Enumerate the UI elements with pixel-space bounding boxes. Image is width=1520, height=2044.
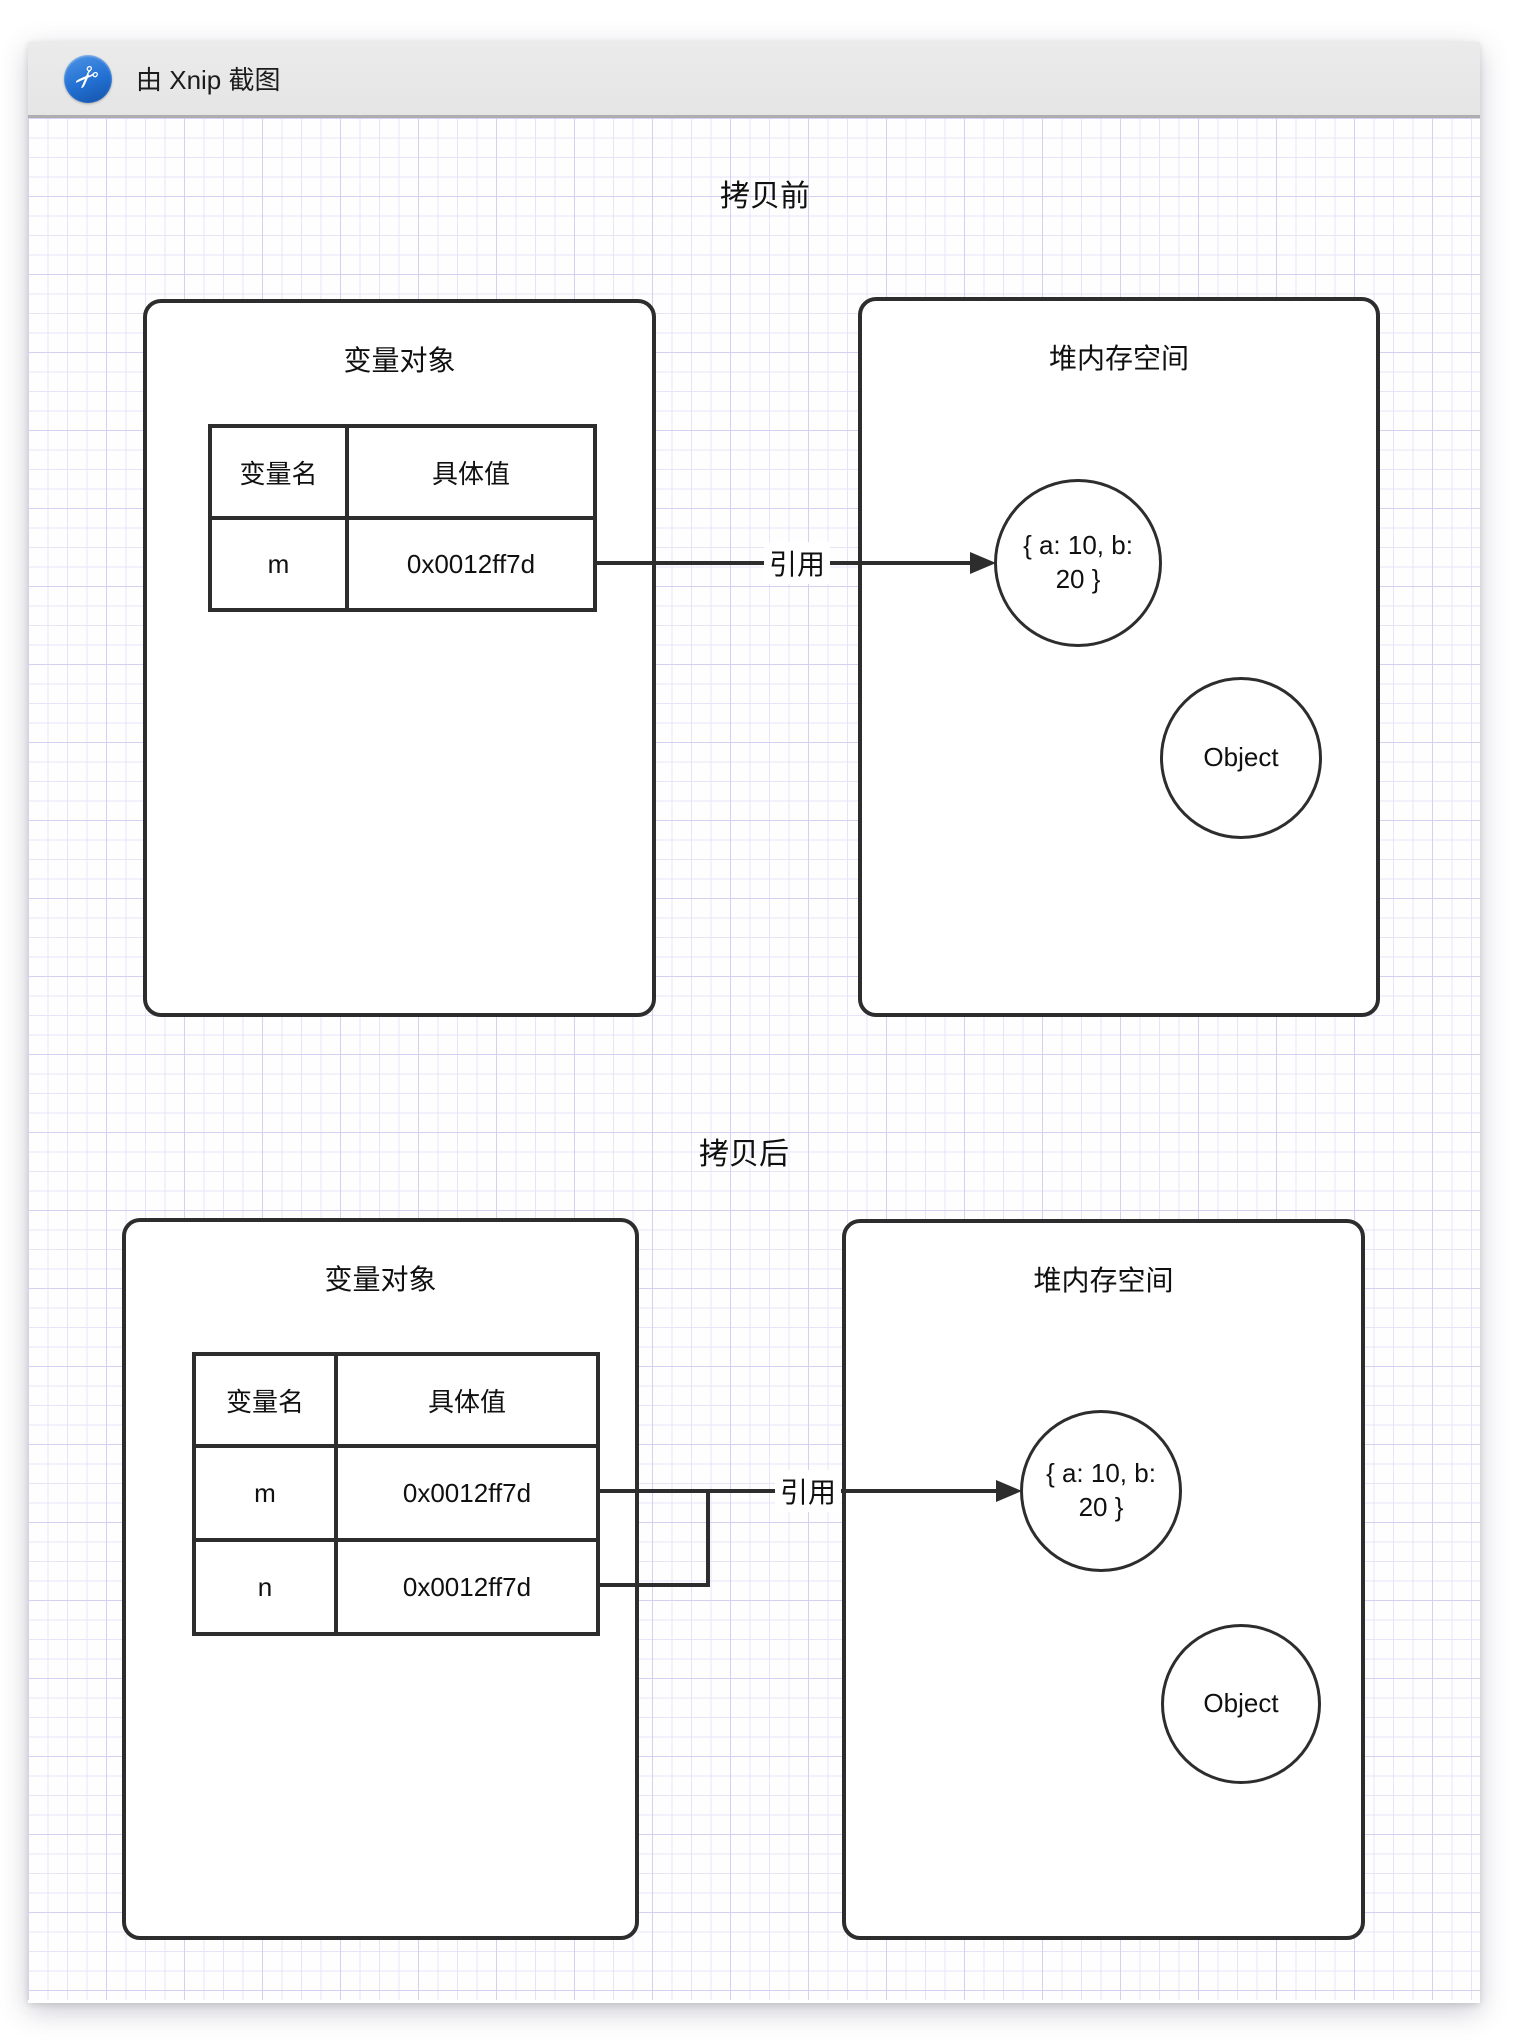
heap-object-label: Object: [1203, 742, 1279, 773]
heap-object-circle-a10b20-before: { a: 10, b: 20 }: [994, 479, 1162, 647]
titlebar: ✂ 由 Xnip 截图: [28, 42, 1480, 118]
heap-memory-box-title: 堆内存空间: [1033, 1265, 1174, 1296]
variable-table-before: 变量名 具体值 m 0x0012ff7d: [208, 424, 597, 612]
variable-object-box-title: 变量对象: [343, 345, 456, 376]
reference-arrow-label-after: 引用: [774, 1470, 842, 1512]
table-cell-var-m: m: [212, 520, 349, 608]
table-header-concrete-value: 具体值: [349, 428, 593, 520]
table-cell-value-m: 0x0012ff7d: [338, 1448, 596, 1542]
table-header-concrete-value: 具体值: [338, 1356, 596, 1448]
reference-arrow-label-before: 引用: [763, 542, 831, 584]
xnip-screenshot-window: ✂ 由 Xnip 截图 拷贝前 变量对象 堆内存空间 变量名 具体值 m 0x0…: [28, 42, 1480, 2003]
variable-object-box-before: 变量对象: [143, 299, 656, 1017]
heap-object-label: { a: 10, b: 20 }: [1046, 1458, 1156, 1522]
table-cell-var-m: m: [196, 1448, 338, 1542]
section-title-after-copy: 拷贝后: [699, 1138, 789, 1171]
table-header-variable-name: 变量名: [196, 1356, 338, 1448]
app-label: 由 Xnip 截图: [136, 65, 281, 95]
heap-memory-box-after: 堆内存空间: [842, 1219, 1365, 1940]
grid-canvas: 拷贝前 变量对象 堆内存空间 变量名 具体值 m 0x0012ff7d { a:…: [28, 118, 1480, 2000]
scissors-icon: ✂: [67, 57, 109, 99]
heap-object-circle-object-before: Object: [1160, 677, 1322, 839]
table-cell-var-n: n: [196, 1542, 338, 1632]
heap-object-circle-a10b20-after: { a: 10, b: 20 }: [1020, 1410, 1182, 1572]
heap-memory-box-title: 堆内存空间: [1048, 343, 1189, 374]
table-cell-value-n: 0x0012ff7d: [402, 1571, 532, 1602]
heap-object-circle-object-after: Object: [1161, 1624, 1321, 1784]
section-title-before-copy: 拷贝前: [720, 180, 810, 213]
variable-object-box-title: 变量对象: [324, 1264, 437, 1295]
xnip-app-icon: ✂: [64, 54, 112, 103]
heap-object-label: Object: [1203, 1688, 1279, 1719]
heap-object-label: { a: 10, b: 20 }: [1023, 530, 1133, 594]
variable-table-after: 变量名 具体值 m 0x0012ff7d n 0x0012ff7d: [192, 1352, 600, 1636]
heap-memory-box-before: 堆内存空间: [858, 297, 1380, 1017]
table-header-variable-name: 变量名: [212, 428, 349, 520]
table-cell-value-m: 0x0012ff7d: [406, 548, 536, 579]
